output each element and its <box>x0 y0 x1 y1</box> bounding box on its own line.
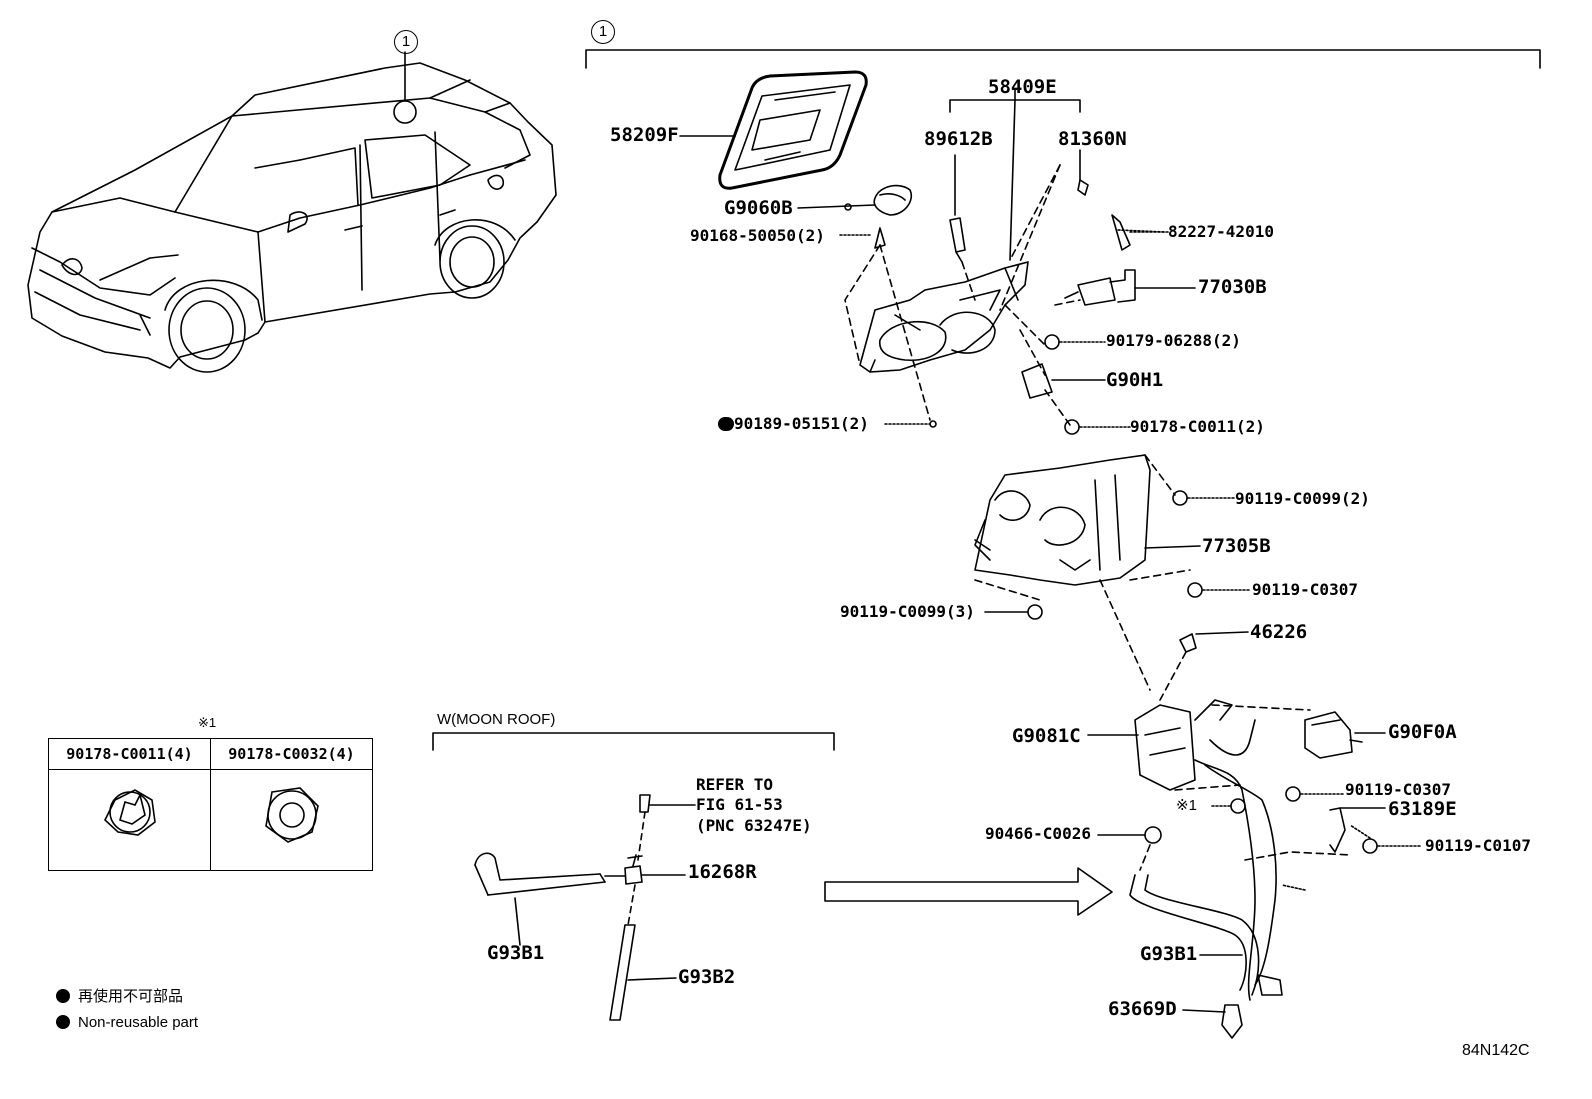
label-G90H1: G90H1 <box>1106 369 1164 391</box>
label-63669D: 63669D <box>1108 998 1177 1020</box>
assembly-bracket <box>585 49 1541 69</box>
hose-G93B1-left <box>474 852 606 946</box>
figure-code: 84N142C <box>1462 1042 1530 1059</box>
legend-dot-icon <box>56 989 70 1003</box>
label-note-mark: ※1 <box>1176 797 1197 814</box>
label-63189E: 63189E <box>1388 798 1457 820</box>
label-90168-50050: 90168-50050(2) <box>690 226 825 245</box>
legend-jp-text: 再使用不可部品 <box>78 988 184 1005</box>
label-90119-C0307-b: 90119-C0307 <box>1345 780 1451 799</box>
label-77030B: 77030B <box>1198 276 1267 298</box>
non-reusable-dot-icon <box>718 417 732 431</box>
label-G9081C: G9081C <box>1012 725 1081 747</box>
fuel-lid-58209F <box>679 70 868 190</box>
fuel-door-housing <box>859 261 1029 373</box>
note-table: 90178-C0011(4) 90178-C0032(4) <box>48 738 373 871</box>
label-58209F: 58209F <box>610 124 679 146</box>
moon-roof-title: W(MOON ROOF) <box>437 711 556 728</box>
refer-line-3: (PNC 63247E) <box>696 816 812 835</box>
label-90189-05151-text: 90189-05151(2) <box>734 414 869 433</box>
note-table-cell-2 <box>210 769 373 871</box>
label-G90F0A: G90F0A <box>1388 721 1457 743</box>
label-81360N: 81360N <box>1058 128 1127 150</box>
callout-1-assembly: 1 <box>591 20 615 44</box>
legend-en-text: Non-reusable part <box>78 1014 199 1031</box>
label-46226: 46226 <box>1250 621 1308 643</box>
module-G90F0A <box>1304 711 1363 759</box>
note-table-header-2: 90178-C0032(4) <box>210 738 373 770</box>
direction-arrow <box>824 867 1113 916</box>
legend-jp: 再使用不可部品 <box>56 989 183 1004</box>
joint-16268R <box>604 854 686 885</box>
bracket-77305B <box>974 454 1151 586</box>
label-G9060B: G9060B <box>724 197 793 219</box>
label-89612B: 89612B <box>924 128 993 150</box>
hose-G93B2 <box>609 924 636 1021</box>
refer-line-1: REFER TO <box>696 775 774 794</box>
label-G93B2: G93B2 <box>678 966 736 988</box>
note-table-mark: ※1 <box>198 715 217 730</box>
label-90119-C0099-3: 90119-C0099(3) <box>840 602 975 621</box>
label-G93B1-left: G93B1 <box>487 942 545 964</box>
note-table-cell-1 <box>48 769 211 871</box>
label-90178-C0011: 90178-C0011(2) <box>1130 417 1265 436</box>
fuel-cap-G9060B <box>797 184 912 216</box>
moon-roof-bracket <box>432 732 835 751</box>
label-90189-05151: 90189-05151(2) <box>718 416 869 432</box>
label-16268R: 16268R <box>688 861 757 883</box>
callout-1-vehicle: 1 <box>394 30 418 54</box>
label-90119-C0099-2: 90119-C0099(2) <box>1235 489 1370 508</box>
note-table-header-1: 90178-C0011(4) <box>48 738 211 770</box>
label-77305B: 77305B <box>1202 535 1271 557</box>
lock-unit-G9081C <box>1134 699 1283 1001</box>
vehicle-illustration <box>27 51 557 373</box>
label-90119-C0107: 90119-C0107 <box>1425 836 1531 855</box>
hose-G93B1-right <box>1129 874 1260 996</box>
label-90119-C0307-a: 90119-C0307 <box>1252 580 1358 599</box>
refer-line-2: FIG 61-53 <box>696 795 783 814</box>
legend-en: Non-reusable part <box>56 1015 198 1030</box>
label-G93B1-right: G93B1 <box>1140 943 1198 965</box>
legend-dot-icon <box>56 1015 70 1029</box>
label-82227-42010: 82227-42010 <box>1168 222 1274 241</box>
label-58409E: 58409E <box>988 76 1057 98</box>
label-90179-06288: 90179-06288(2) <box>1106 331 1241 350</box>
label-90466-C0026: 90466-C0026 <box>985 824 1091 843</box>
actuator-77030B <box>1064 269 1196 306</box>
